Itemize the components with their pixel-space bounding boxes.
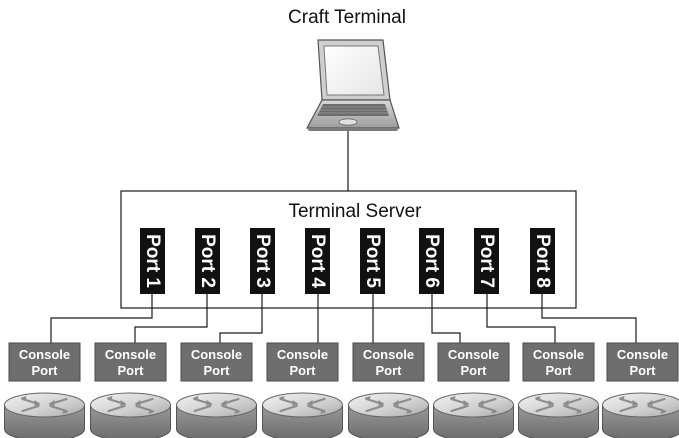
- console-port-8: Console Port: [606, 342, 679, 382]
- port-1: Port 1: [140, 228, 165, 294]
- router-icon: [433, 392, 514, 438]
- port-label: Port 1: [142, 234, 163, 288]
- port-8: Port 8: [530, 228, 555, 294]
- console-label-line1: Console: [277, 347, 328, 362]
- router-icon: [262, 392, 343, 438]
- console-port-3: Console Port: [180, 342, 253, 382]
- cable-6: [431, 294, 461, 343]
- console-label-line1: Console: [617, 347, 668, 362]
- port-7: Port 7: [474, 228, 499, 294]
- port-2: Port 2: [195, 228, 220, 294]
- console-label-line1: Console: [363, 347, 414, 362]
- port-5: Port 5: [360, 228, 385, 294]
- console-label-line1: Console: [533, 347, 584, 362]
- console-label-line2: Port: [376, 363, 403, 378]
- cable-1: [50, 294, 153, 343]
- port-label: Port 7: [476, 234, 497, 288]
- port-6: Port 6: [419, 228, 444, 294]
- laptop-icon: [305, 39, 400, 131]
- port-3: Port 3: [250, 228, 275, 294]
- router-row: [4, 392, 679, 438]
- router-icon: [176, 392, 257, 438]
- router-icon: [602, 392, 679, 438]
- port-label: Port 4: [307, 234, 328, 288]
- router-icon: [4, 392, 85, 438]
- console-port-4: Console Port: [266, 342, 339, 382]
- cable-2: [134, 294, 208, 343]
- console-label-line1: Console: [105, 347, 156, 362]
- console-port-6: Console Port: [437, 342, 510, 382]
- port-label: Port 8: [532, 234, 553, 288]
- console-label-line2: Port: [290, 363, 317, 378]
- port-4: Port 4: [305, 228, 330, 294]
- console-label-line2: Port: [32, 363, 59, 378]
- cable-3: [219, 294, 263, 343]
- console-label-line1: Console: [448, 347, 499, 362]
- console-port-1: Console Port: [8, 342, 81, 382]
- console-label-line2: Port: [546, 363, 573, 378]
- port-label: Port 6: [421, 234, 442, 288]
- router-icon: [518, 392, 599, 438]
- cable-7: [486, 294, 556, 343]
- console-port-7: Console Port: [522, 342, 595, 382]
- router-icon: [348, 392, 429, 438]
- console-label-line2: Port: [204, 363, 231, 378]
- console-port-2: Console Port: [94, 342, 167, 382]
- console-label-line1: Console: [19, 347, 70, 362]
- terminal-server-label: Terminal Server: [288, 201, 422, 222]
- port-label: Port 2: [197, 234, 218, 288]
- console-port-5: Console Port: [352, 342, 425, 382]
- port-label: Port 5: [362, 234, 383, 288]
- console-label-line2: Port: [630, 363, 657, 378]
- router-icon: [90, 392, 171, 438]
- console-label-line2: Port: [118, 363, 145, 378]
- craft-terminal-label: Craft Terminal: [288, 7, 406, 28]
- console-label-line2: Port: [461, 363, 488, 378]
- console-label-line1: Console: [191, 347, 242, 362]
- cable-8: [541, 294, 637, 343]
- port-label: Port 3: [252, 234, 273, 288]
